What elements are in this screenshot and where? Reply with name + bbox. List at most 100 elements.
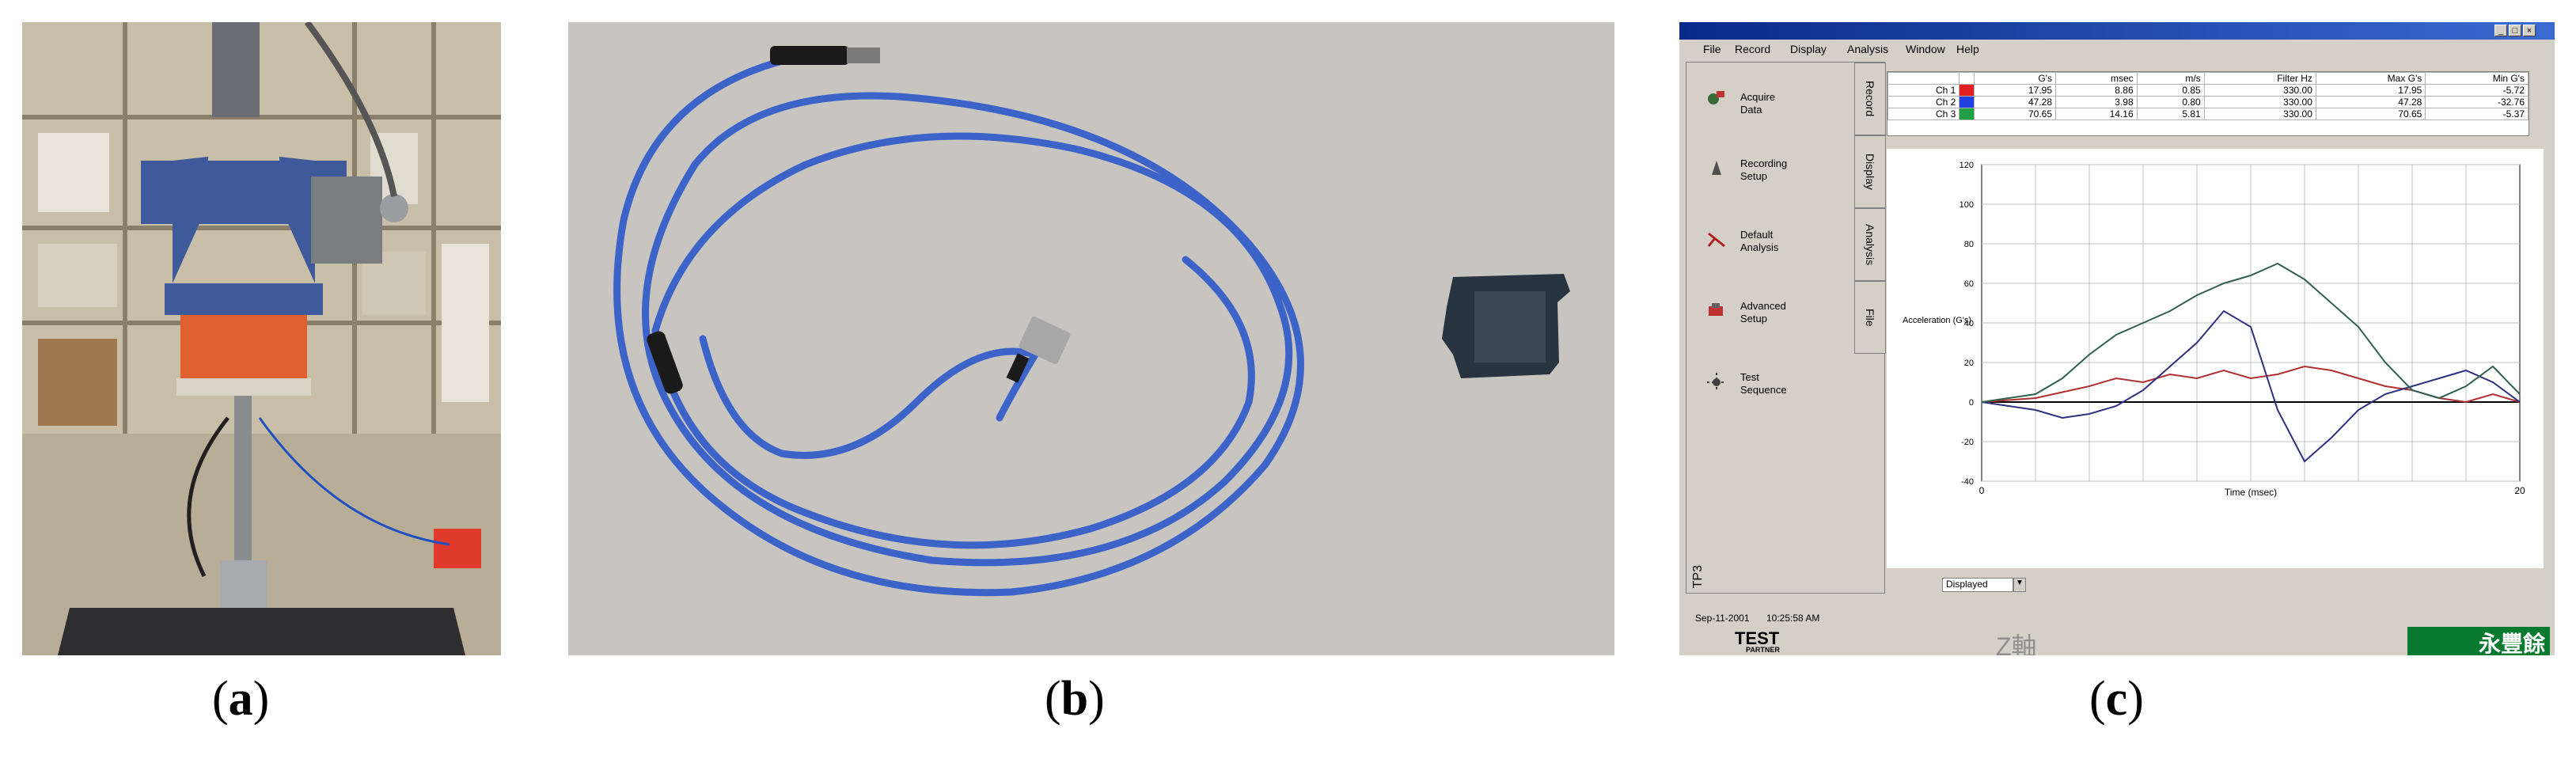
table-cell: 0.80: [2136, 96, 2205, 108]
tab-record[interactable]: Record: [1854, 63, 1886, 135]
minimize-button[interactable]: _: [2494, 25, 2507, 36]
table-header: [1887, 72, 1960, 85]
status-bar: Sep-11-2001 10:25:58 AM: [1679, 609, 2555, 627]
drop-tester-illustration: [22, 22, 501, 655]
table-cell: 17.95: [1974, 84, 2056, 97]
acquire-data-icon: [1708, 91, 1724, 104]
maximize-button[interactable]: □: [2509, 25, 2521, 36]
sidebar-label: Recording Setup: [1740, 157, 1788, 182]
caption-c-letter: c: [2105, 672, 2128, 726]
table-cell: 5.81: [2136, 108, 2205, 120]
channel-label: Ch 2: [1887, 96, 1960, 108]
table-cell: 330.00: [2203, 108, 2316, 120]
caption-a-letter: a: [228, 672, 253, 726]
table-cell: 14.16: [2055, 108, 2138, 120]
y-tick-label: 120: [1960, 161, 1974, 170]
caption-b-letter: b: [1060, 672, 1089, 726]
series-line-3: [1981, 262, 2521, 403]
sidebar-label: Default Analysis: [1740, 229, 1779, 253]
table-header: msec: [2055, 72, 2138, 85]
caption-a: (a): [212, 672, 270, 726]
status-date: Sep-11-2001: [1695, 613, 1750, 624]
y-tick-label: 40: [1964, 319, 1974, 328]
menu-display[interactable]: Display: [1790, 43, 1827, 55]
table-cell: 70.65: [1974, 108, 2056, 120]
advanced-setup-icon: [1709, 303, 1723, 316]
table-cell: 70.65: [2315, 108, 2426, 120]
status-time: 10:25:58 AM: [1766, 613, 1820, 624]
sidebar-label: Acquire Data: [1740, 91, 1776, 116]
cable-illustration: [568, 22, 1614, 655]
axis-label-z: Z軸: [1996, 632, 2037, 655]
channel-label: Ch 1: [1887, 84, 1960, 97]
sidebar-footer-label: TP3: [1691, 564, 1705, 588]
bottom-banner: TEST PARTNER Z軸 永豐餘: [1679, 627, 2555, 655]
sidebar: Acquire Data Recording Setup Default Ana…: [1686, 62, 1886, 594]
table-header: Max G's: [2315, 72, 2426, 85]
y-tick-label: 80: [1964, 240, 1974, 249]
x-tick-label: 20: [2514, 485, 2525, 496]
table-cell: -5.37: [2425, 108, 2529, 120]
y-tick-label: 60: [1964, 279, 1974, 289]
table-cell: -32.76: [2425, 96, 2529, 108]
menu-file[interactable]: File: [1703, 43, 1721, 55]
logo-partner: PARTNER: [1746, 646, 1780, 654]
menu-analysis[interactable]: Analysis: [1847, 43, 1889, 55]
software-screenshot: _ □ × File Record Display Analysis Windo…: [1679, 22, 2555, 655]
table-header: Min G's: [2425, 72, 2529, 85]
test-sequence-icon: [1707, 373, 1726, 392]
table-row[interactable]: Ch 3 70.65 14.16 5.81 330.00 70.65 -5.37: [1887, 108, 2529, 120]
table-cell: 47.28: [1974, 96, 2056, 108]
sidebar-label: Test Sequence: [1740, 371, 1787, 396]
channel-color-swatch: [1959, 108, 1975, 120]
sidebar-label: Advanced Setup: [1740, 300, 1786, 324]
table-header: G's: [1974, 72, 2056, 85]
photo-drop-tester: [22, 22, 501, 655]
recording-setup-icon: [1712, 161, 1721, 175]
table-cell: 330.00: [2203, 96, 2316, 108]
display-select[interactable]: Displayed: [1942, 578, 2013, 592]
table-cell: 8.86: [2055, 84, 2138, 97]
menu-bar: File Record Display Analysis Window Help: [1679, 41, 2555, 57]
y-tick-label: -20: [1961, 438, 1974, 447]
y-tick-label: 0: [1969, 398, 1974, 408]
x-tick-label: 0: [1979, 485, 1985, 496]
table-cell: 17.95: [2315, 84, 2426, 97]
caption-c: (c): [2089, 672, 2144, 726]
table-header-row: G's msec m/s Filter Hz Max G's Min G's: [1887, 72, 2529, 85]
channel-color-swatch: [1959, 96, 1975, 108]
title-bar: [1679, 22, 2555, 40]
tab-display[interactable]: Display: [1854, 135, 1886, 208]
y-tick-label: -40: [1961, 477, 1974, 487]
menu-window[interactable]: Window: [1906, 43, 1945, 55]
table-header: m/s: [2136, 72, 2205, 85]
tab-analysis[interactable]: Analysis: [1854, 208, 1886, 281]
y-tick-label: 100: [1960, 200, 1974, 210]
tab-file[interactable]: File: [1854, 281, 1886, 354]
y-axis-label: Acceleration (G's): [1903, 316, 1971, 325]
channel-table: G's msec m/s Filter Hz Max G's Min G's C…: [1887, 71, 2529, 136]
table-cell: 0.85: [2136, 84, 2205, 97]
chevron-down-icon[interactable]: ▼: [2013, 578, 2026, 592]
table-header: Filter Hz: [2203, 72, 2316, 85]
plot-toolbar: Displayed ▼: [1887, 576, 2544, 595]
menu-record[interactable]: Record: [1735, 43, 1771, 55]
table-cell: 47.28: [2315, 96, 2426, 108]
brand-logo: 永豐餘: [2407, 627, 2550, 655]
table-cell: 3.98: [2055, 96, 2138, 108]
caption-b: (b): [1045, 672, 1105, 726]
x-axis-label: Time (msec): [2225, 487, 2277, 498]
series-line-2: [1981, 309, 2521, 463]
logo-test: TEST: [1735, 628, 1780, 648]
default-analysis-icon: [1707, 232, 1725, 248]
y-tick-label: 20: [1964, 359, 1974, 368]
close-button[interactable]: ×: [2523, 25, 2536, 36]
menu-help[interactable]: Help: [1956, 43, 1979, 55]
table-row[interactable]: Ch 2 47.28 3.98 0.80 330.00 47.28 -32.76: [1887, 96, 2529, 108]
table-header: [1959, 72, 1975, 85]
photo-accelerometer-cable: [568, 22, 1614, 655]
table-row[interactable]: Ch 1 17.95 8.86 0.85 330.00 17.95 -5.72: [1887, 84, 2529, 97]
table-cell: 330.00: [2203, 84, 2316, 97]
